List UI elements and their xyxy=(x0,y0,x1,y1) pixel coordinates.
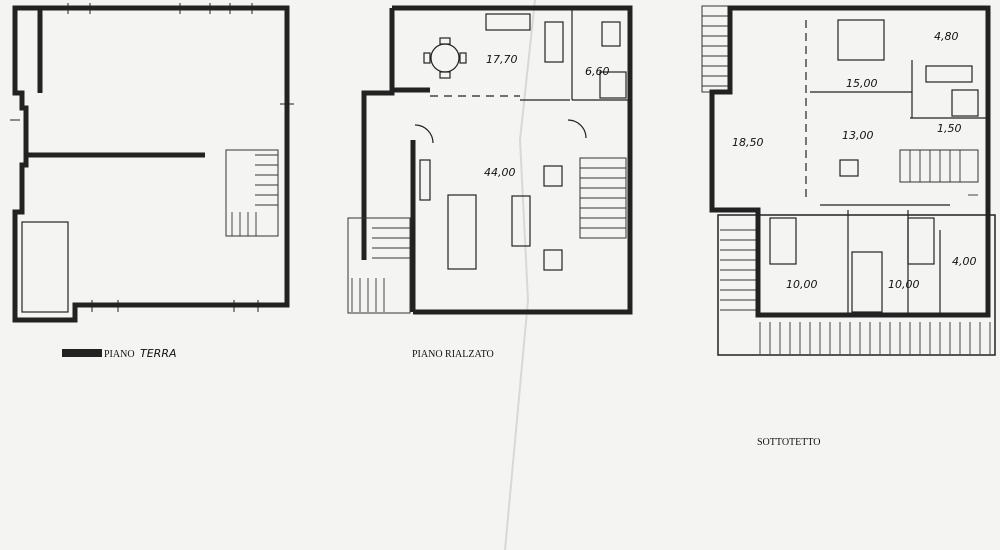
attic-area-master-bath: 4,80 xyxy=(934,30,959,43)
attic-area-loft: 18,50 xyxy=(732,136,764,149)
ground-title-redaction xyxy=(62,349,102,357)
attic-single-bed-right xyxy=(907,217,935,265)
raised-chair-1 xyxy=(439,37,451,45)
attic-wardrobe xyxy=(851,251,883,313)
attic-desk xyxy=(839,159,859,177)
raised-entry-stair xyxy=(347,217,411,314)
raised-sink xyxy=(544,21,564,63)
ground-garage-box xyxy=(21,221,69,313)
attic-area-bath: 1,50 xyxy=(937,122,962,135)
attic-bathtub xyxy=(925,65,973,83)
attic-interior-walls xyxy=(810,60,988,315)
raised-main-stair xyxy=(579,157,627,239)
ground-outer-wall xyxy=(12,5,290,323)
raised-chair-3 xyxy=(423,52,431,64)
attic-roof-hatch-top xyxy=(701,5,731,93)
attic-double-bed xyxy=(837,19,885,61)
attic-title: SOTTOTETTO xyxy=(757,437,821,448)
attic-roof-outline xyxy=(717,214,996,356)
raised-dining-table-round xyxy=(430,43,460,73)
attic-stair xyxy=(899,149,979,196)
attic-outer-wall xyxy=(709,5,991,318)
ground-stair xyxy=(225,149,279,237)
raised-door-swing-a xyxy=(414,124,434,144)
raised-door-swing-b xyxy=(567,119,587,139)
raised-outer-wall xyxy=(361,5,633,315)
plan-ground-floor: PIANO TERRA xyxy=(10,3,294,360)
ground-title-hand: TERRA xyxy=(140,347,176,360)
raised-armchair-2 xyxy=(543,249,563,271)
raised-bath-fixture xyxy=(601,21,621,47)
attic-area-bedroom-right: 10,00 xyxy=(888,278,920,291)
attic-roof-hatch-left xyxy=(720,229,758,311)
attic-single-bed-left xyxy=(769,217,797,265)
attic-area-hall: 13,00 xyxy=(842,129,874,142)
attic-area-bedroom-left: 10,00 xyxy=(786,278,818,291)
raised-area-bath: 6,60 xyxy=(585,65,610,78)
attic-area-master-bedroom: 15,00 xyxy=(846,77,878,90)
raised-shower xyxy=(599,71,627,99)
raised-chair-4 xyxy=(459,52,467,64)
raised-sofa xyxy=(511,195,531,247)
ground-title-print: PIANO xyxy=(104,349,135,360)
attic-area-storage: 4,00 xyxy=(952,255,977,268)
raised-title: PIANO RIALZATO xyxy=(412,349,494,360)
plan-attic: 18,50 15,00 4,80 13,00 1,50 10,00 10,00 … xyxy=(701,5,996,448)
ground-window-marks xyxy=(10,3,294,312)
paper-crease xyxy=(504,0,536,550)
attic-shower xyxy=(951,89,979,117)
raised-armchair-1 xyxy=(543,165,563,187)
plan-raised-floor: 17,70 6,60 44,00 PIANO RIALZATO xyxy=(347,5,633,360)
raised-tv-cabinet xyxy=(419,159,431,201)
raised-area-kitchen: 17,70 xyxy=(486,53,518,66)
raised-area-living: 44,00 xyxy=(484,166,516,179)
attic-roof-hatch-bottom xyxy=(759,322,991,354)
raised-dining-table-long xyxy=(447,194,477,270)
raised-kitchen-counter xyxy=(485,13,531,31)
raised-bath-wall xyxy=(520,8,630,101)
raised-chair-2 xyxy=(439,71,451,79)
